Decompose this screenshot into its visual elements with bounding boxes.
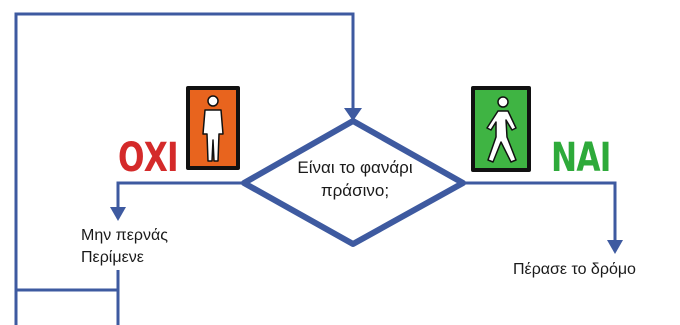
decision-line-1: Είναι το φανάρι	[297, 158, 413, 177]
decision-diamond	[241, 118, 466, 247]
standing-pedestrian-icon	[186, 86, 240, 170]
no-action-line-2: Περίμενε	[81, 249, 144, 266]
yes-label: ΝΑΙ	[551, 135, 611, 181]
decision-line-2: πράσινο;	[320, 181, 390, 200]
no-action-line-1: Μην περνάς	[81, 227, 168, 244]
no-branch-arrowhead	[110, 207, 126, 221]
yes-action-text: Πέρασε το δρόμο	[513, 261, 636, 278]
yes-branch-line	[463, 181, 617, 242]
decision-text: Είναι το φανάρι πράσινο;	[250, 156, 460, 202]
no-action-text: Μην περνάς Περίμενε	[81, 225, 168, 269]
no-branch-line	[116, 181, 244, 210]
yes-branch-arrowhead	[607, 240, 623, 254]
loop-arrowhead	[344, 108, 362, 121]
no-label: ΟΧΙ	[118, 135, 179, 181]
walking-pedestrian-icon	[471, 86, 531, 172]
